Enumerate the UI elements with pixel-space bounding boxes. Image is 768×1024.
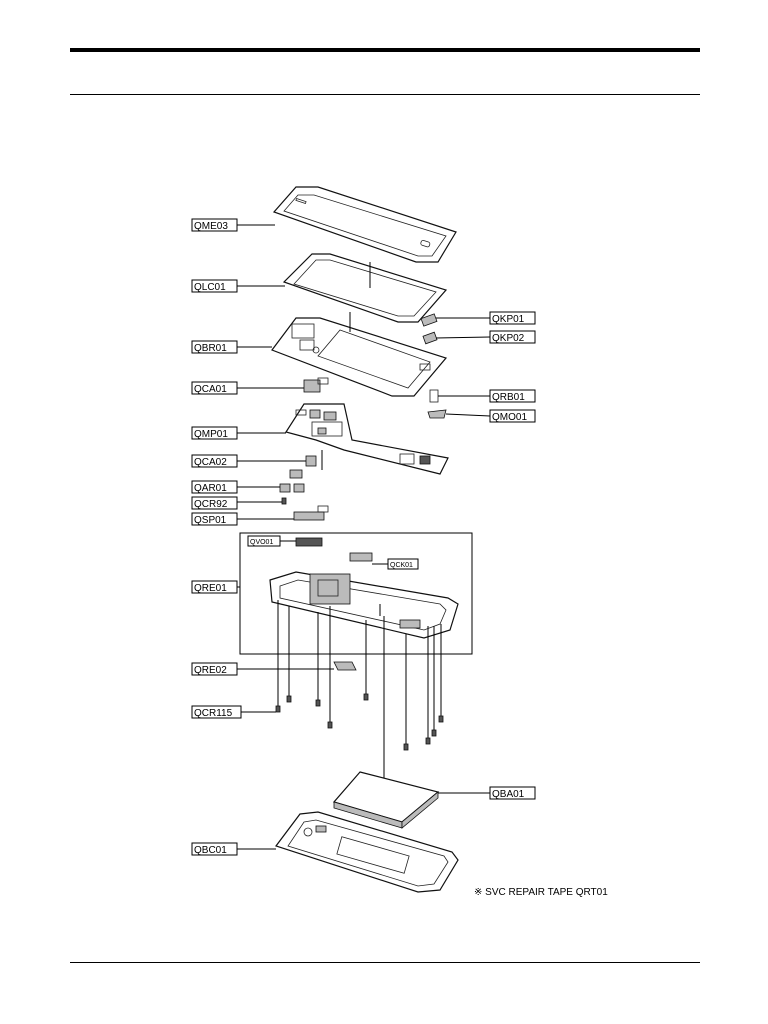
callout-qre01: QRE01 (191, 580, 240, 594)
speaker-part (293, 505, 329, 521)
front-window-part (272, 186, 457, 263)
main-pcb-part (285, 403, 449, 475)
svg-text:QBC01: QBC01 (194, 845, 227, 856)
svg-text:QCK01: QCK01 (390, 562, 413, 569)
bracket-part (271, 312, 448, 397)
rear-assembly-box (239, 532, 473, 655)
callout-qre02: QRE02 (191, 662, 334, 676)
svg-text:QKP02: QKP02 (492, 333, 525, 344)
callout-qca02: QCA02 (191, 454, 306, 468)
callout-qbc01: QBC01 (191, 842, 276, 856)
svg-text:QCR92: QCR92 (194, 499, 228, 510)
callout-qar01: QAR01 (191, 480, 280, 494)
svg-text:QAR01: QAR01 (194, 483, 227, 494)
camera-front-part (305, 450, 323, 470)
callout-qlc01: QLC01 (191, 279, 285, 293)
callout-qcr92: QCR92 (191, 496, 282, 510)
svg-text:QMP01: QMP01 (194, 429, 228, 440)
repair-tape-note: ※ SVC REPAIR TAPE QRT01 (474, 887, 608, 898)
antenna-part (279, 469, 305, 493)
svg-text:QRE01: QRE01 (194, 583, 227, 594)
rear-case-part (269, 537, 459, 639)
callout-qmo01: QMO01 (445, 409, 536, 423)
screw-qcr92 (281, 497, 287, 505)
svg-text:QCR115: QCR115 (194, 708, 233, 719)
svg-text:QBR01: QBR01 (194, 343, 227, 354)
callout-qvo01: QVO01 (247, 535, 296, 547)
footer-rule (70, 962, 700, 963)
callout-qmp01: QMP01 (191, 426, 286, 440)
svg-text:QLC01: QLC01 (194, 282, 226, 293)
svg-text:QMO01: QMO01 (492, 412, 527, 423)
key-parts (420, 313, 447, 419)
svg-text:QRB01: QRB01 (492, 392, 525, 403)
sim-tray-part (333, 661, 357, 671)
callout-qck01: QCK01 (372, 558, 419, 570)
callout-qkp02: QKP02 (435, 330, 536, 344)
svg-text:QCA01: QCA01 (194, 384, 227, 395)
svg-text:QVO01: QVO01 (250, 539, 273, 546)
svg-text:QBA01: QBA01 (492, 789, 525, 800)
callout-qsp01: QSP01 (191, 512, 294, 526)
camera-main-part (303, 377, 329, 393)
callout-qba01: QBA01 (438, 786, 536, 800)
lcd-part (282, 253, 448, 323)
callout-qcr115: QCR115 (191, 705, 276, 719)
callout-qca01: QCA01 (191, 381, 304, 395)
callout-qbr01: QBR01 (191, 340, 272, 354)
header-rule-thick (70, 48, 700, 52)
svg-text:QSP01: QSP01 (194, 515, 227, 526)
svg-text:QCA02: QCA02 (194, 457, 227, 468)
svg-text:QME03: QME03 (194, 221, 228, 232)
callout-qrb01: QRB01 (438, 389, 536, 403)
callout-qkp01: QKP01 (436, 311, 536, 325)
callout-qme03: QME03 (191, 218, 275, 232)
svg-text:QRE02: QRE02 (194, 665, 227, 676)
screws-qcr115 (275, 600, 444, 790)
svg-text:QKP01: QKP01 (492, 314, 525, 325)
battery-part (332, 771, 440, 829)
back-cover-part (275, 811, 459, 893)
header-rule-thin (70, 94, 700, 95)
